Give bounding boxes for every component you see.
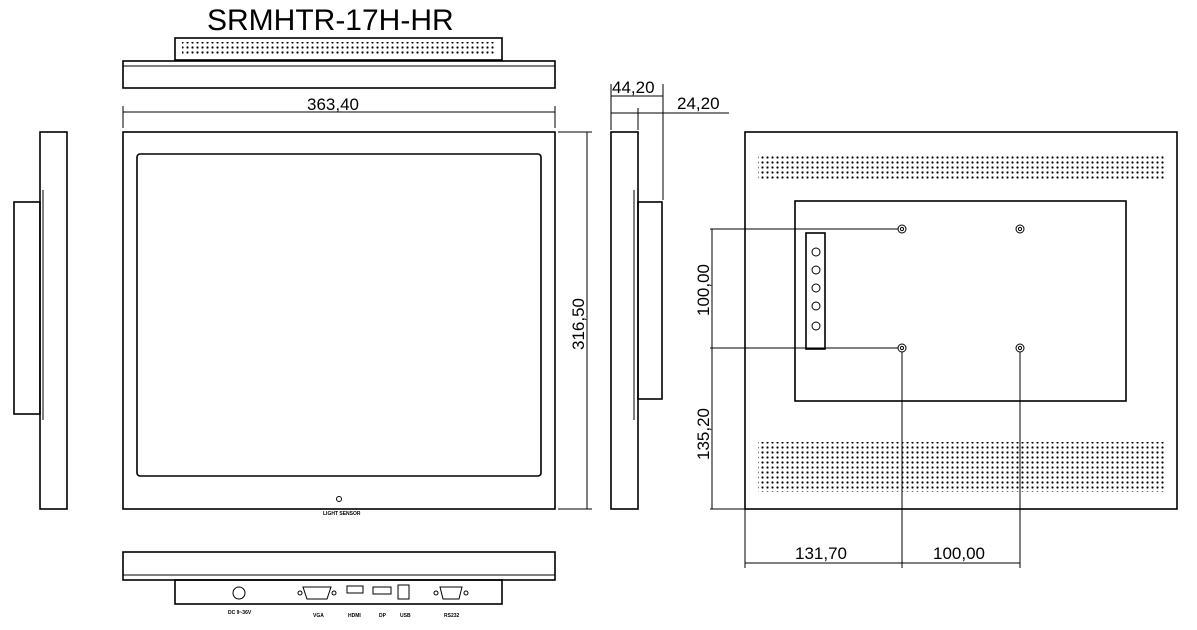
vesa-hole-icon bbox=[897, 224, 907, 234]
front-bezel bbox=[122, 131, 556, 510]
hdmi-port-icon bbox=[346, 585, 364, 594]
rear-vent-top bbox=[758, 156, 1164, 180]
model-title: SRMHTR-17H-HR bbox=[207, 4, 454, 37]
dp-label: DP bbox=[379, 613, 387, 619]
osd-button-icon bbox=[811, 247, 821, 257]
bottom-bezel bbox=[122, 551, 556, 581]
bottom-rear-housing bbox=[174, 579, 503, 605]
dim-depth-total: 44,20 bbox=[612, 78, 655, 97]
left-side-housing bbox=[13, 201, 41, 415]
dimension-height: 316,50 bbox=[558, 131, 592, 510]
rs232-port-icon bbox=[439, 586, 463, 600]
dc-label: DC 9~36V bbox=[228, 610, 252, 616]
front-view: LIGHT SENSOR bbox=[122, 131, 556, 517]
top-view bbox=[122, 37, 556, 89]
dimension-width: 363,40 bbox=[122, 95, 556, 128]
left-side-view bbox=[13, 131, 68, 510]
osd-button-icon bbox=[811, 283, 821, 293]
dimension-depth: 44,20 24,20 bbox=[610, 78, 729, 200]
rear-housing bbox=[794, 200, 1127, 402]
dim-front-width: 363,40 bbox=[307, 95, 359, 114]
osd-button-icon bbox=[811, 301, 821, 311]
vesa-hole-icon bbox=[1015, 343, 1025, 353]
bottom-view: DC 9~36V VGA HDMI DP USB RS232 bbox=[122, 551, 556, 619]
dim-mount-horizontal: 100,00 bbox=[933, 544, 985, 563]
left-side-bezel bbox=[39, 131, 68, 510]
osd-button-icon bbox=[811, 265, 821, 275]
vga-port-icon bbox=[302, 586, 332, 600]
rear-vent-bottom bbox=[758, 442, 1164, 492]
rear-view bbox=[744, 131, 1178, 510]
vesa-hole-icon bbox=[1015, 224, 1025, 234]
right-side-housing bbox=[637, 201, 663, 400]
usb-port-icon bbox=[397, 584, 410, 600]
dc-jack-icon bbox=[232, 586, 246, 600]
dim-mount-vertical: 100,00 bbox=[694, 264, 713, 316]
vga-label: VGA bbox=[313, 613, 324, 619]
osd-button-icon bbox=[811, 321, 821, 331]
top-rear-housing bbox=[174, 37, 503, 61]
vesa-hole-icon bbox=[897, 343, 907, 353]
dim-front-height: 316,50 bbox=[569, 298, 588, 350]
osd-button-panel bbox=[805, 232, 826, 350]
dim-mount-left: 131,70 bbox=[795, 544, 847, 563]
dp-port-icon bbox=[372, 586, 392, 595]
rs232-label: RS232 bbox=[444, 613, 460, 619]
dim-mount-bottom: 135,20 bbox=[694, 408, 713, 460]
dimension-rear: 100,00 135,20 131,70 100,00 bbox=[694, 228, 1021, 568]
light-sensor-icon bbox=[336, 496, 342, 502]
hdmi-label: HDMI bbox=[348, 613, 361, 619]
usb-label: USB bbox=[400, 613, 411, 619]
screen-area bbox=[136, 153, 542, 477]
dim-depth-body: 24,20 bbox=[677, 94, 720, 113]
right-side-view bbox=[610, 131, 663, 510]
top-vent-pattern bbox=[182, 42, 495, 56]
rear-panel bbox=[744, 131, 1178, 510]
top-bezel bbox=[122, 60, 556, 89]
light-sensor-label: LIGHT SENSOR bbox=[323, 511, 361, 517]
